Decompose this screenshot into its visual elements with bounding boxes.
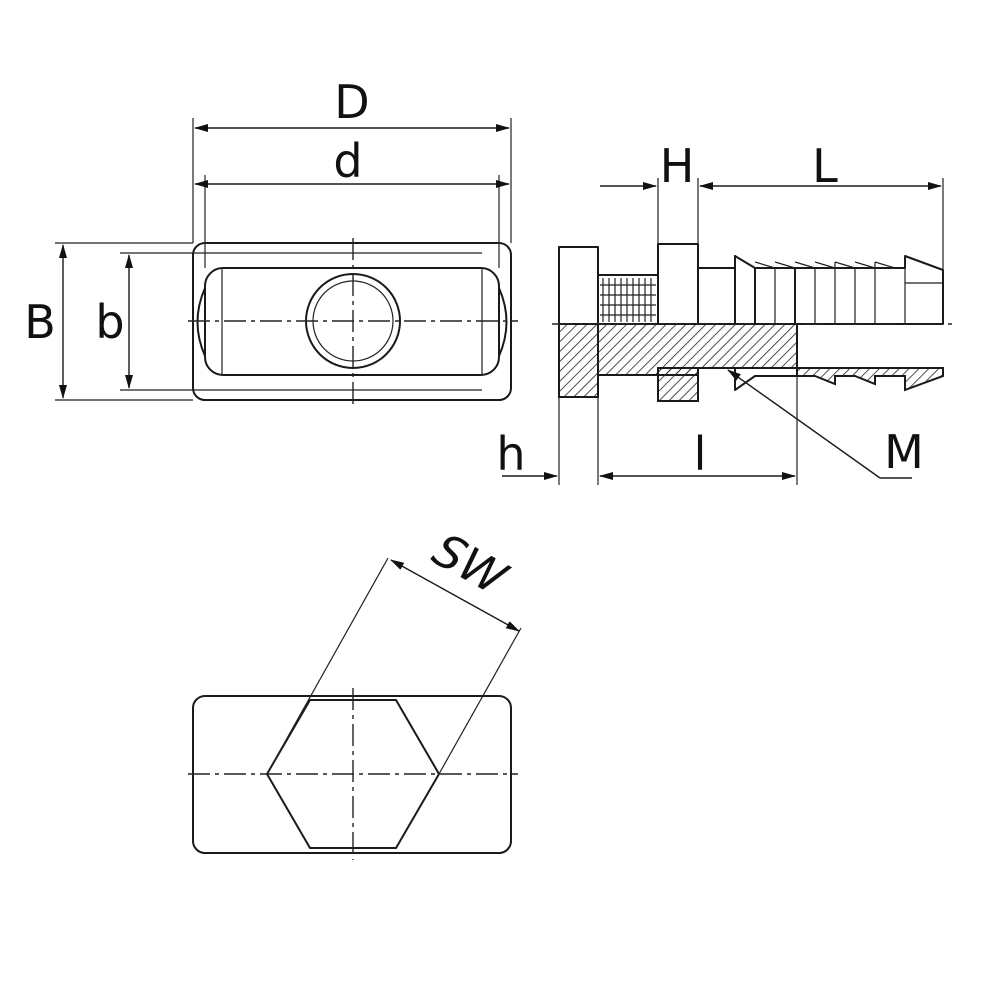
label-M: M	[884, 425, 924, 479]
dimension-SW-line	[390, 559, 520, 632]
label-B: B	[24, 295, 56, 349]
label-h: h	[496, 427, 525, 481]
side-view: H L h l M	[496, 139, 952, 485]
label-SW: SW	[424, 522, 517, 606]
barb-section	[796, 367, 944, 392]
front-view: D d B b	[24, 75, 518, 405]
label-d: d	[333, 134, 362, 188]
nut-section	[657, 367, 699, 402]
label-b: b	[95, 295, 124, 349]
bottom-view: SW	[188, 522, 522, 860]
leader-M	[727, 369, 881, 479]
thread-pattern	[600, 278, 656, 322]
label-D: D	[334, 75, 369, 129]
label-H: H	[660, 139, 695, 193]
label-L: L	[812, 139, 838, 193]
label-l: l	[694, 427, 707, 481]
threaded-shank	[597, 274, 659, 325]
hex-nut	[657, 243, 699, 325]
